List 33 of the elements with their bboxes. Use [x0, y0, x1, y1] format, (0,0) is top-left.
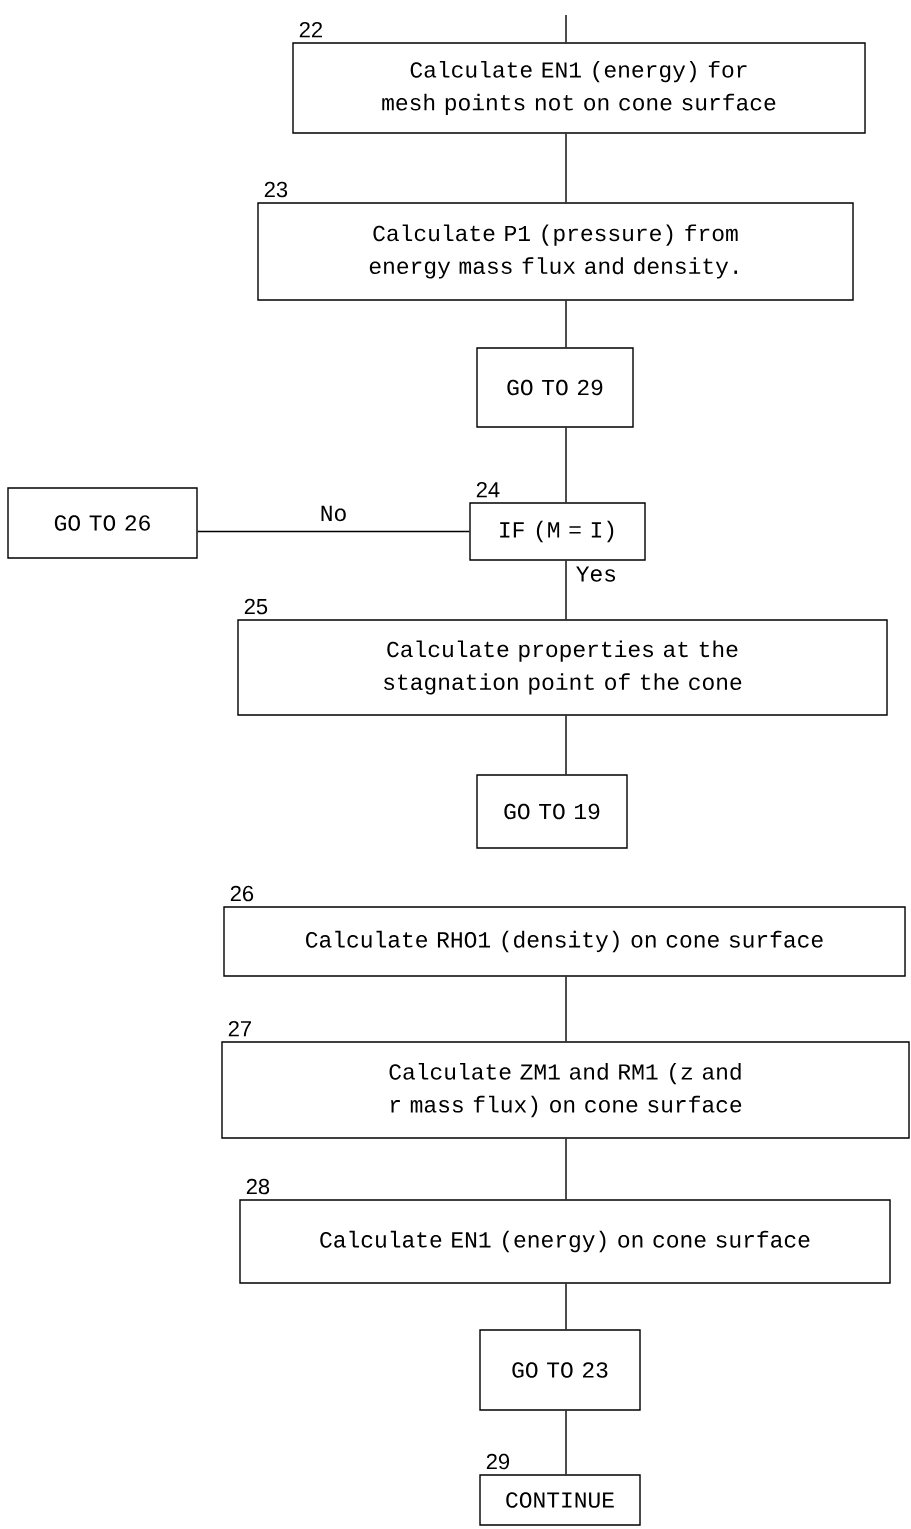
connector-line [565, 133, 567, 203]
step-number: 25 [244, 598, 268, 615]
connector-line [565, 976, 567, 1042]
connector-line [565, 300, 567, 348]
step-number: 26 [230, 885, 254, 902]
step-number: 28 [246, 1178, 270, 1195]
process-box: GO TO 19 [476, 774, 628, 849]
process-box: Calculate P1 (pressure) from energy mass flux and density. [257, 202, 854, 301]
process-box: CONTINUE [479, 1474, 641, 1526]
edge-label: Yes [574, 565, 618, 583]
connector-line [565, 560, 567, 620]
edge-label: No [312, 498, 355, 529]
connector-line [197, 530, 470, 533]
process-box: GO TO 26 [7, 487, 198, 559]
process-box: Calculate ZM1 and RM1 (z and r mass flux) on cone surface [221, 1041, 910, 1139]
connector-line [565, 1283, 567, 1330]
step-number: 22 [299, 22, 322, 38]
step-number: 27 [228, 1021, 251, 1037]
connector-line [565, 427, 567, 503]
step-number: 24 [476, 482, 500, 498]
process-box: Calculate properties at the stagnation point of the cone [237, 619, 888, 716]
step-number: 29 [486, 1453, 510, 1470]
process-box: IF (M = I) [469, 502, 646, 561]
step-number: 23 [264, 181, 288, 198]
process-box: Calculate EN1 (energy) on cone surface [239, 1199, 891, 1284]
process-box: Calculate EN1 (energy) for mesh points not on cone surface [292, 42, 866, 134]
process-box: GO TO 23 [479, 1329, 641, 1411]
connector-line [565, 1410, 567, 1475]
process-box: Calculate RHO1 (density) on cone surface [223, 906, 906, 977]
process-box: GO TO 29 [476, 347, 634, 428]
connector-line [565, 715, 567, 775]
connector-line [565, 14, 567, 43]
connector-line [565, 1138, 567, 1200]
